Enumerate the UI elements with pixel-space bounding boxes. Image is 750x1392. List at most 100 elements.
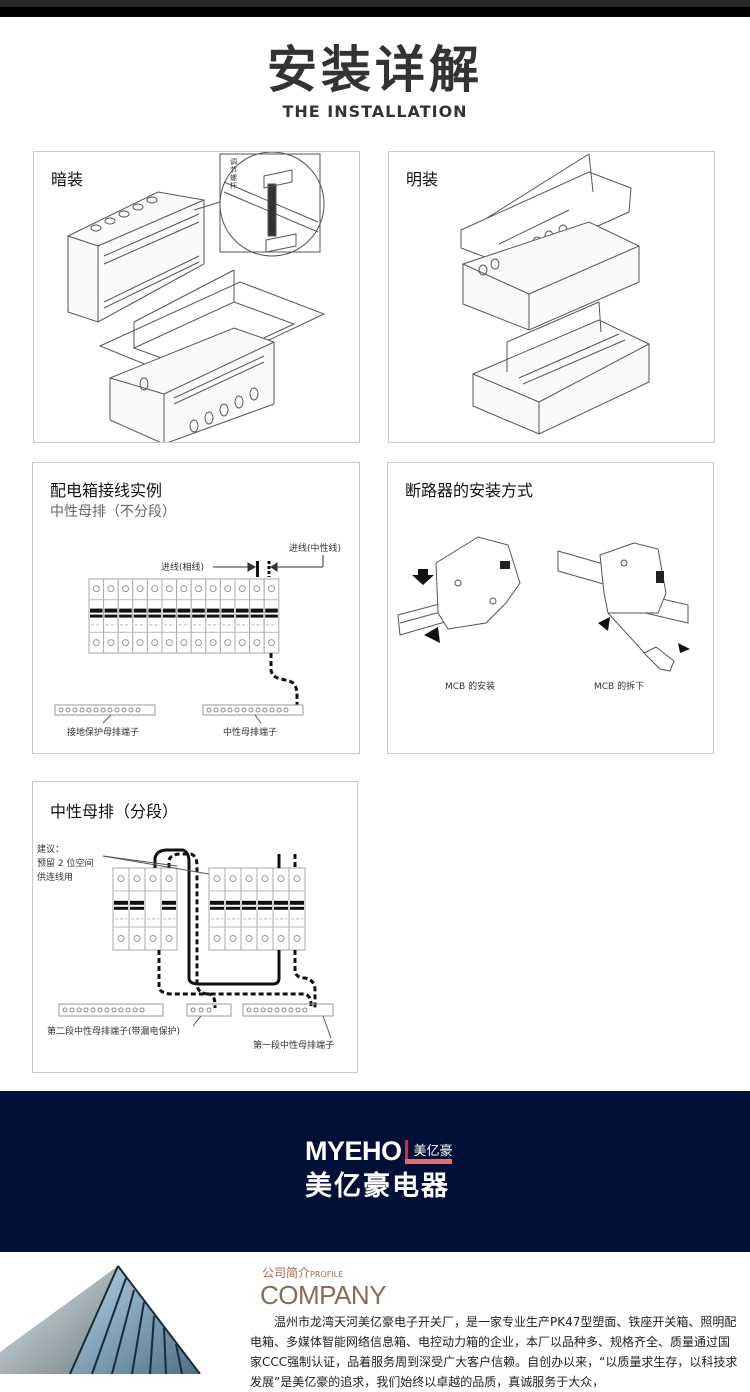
terminal-hole bbox=[206, 1007, 212, 1013]
profile-label-en: PROFILE bbox=[310, 1270, 344, 1279]
terminal-hole bbox=[262, 707, 268, 713]
terminal-hole bbox=[93, 707, 99, 713]
terminal-hole bbox=[114, 707, 120, 713]
breaker-module bbox=[272, 867, 290, 951]
terminal-hole bbox=[213, 707, 219, 713]
breaker-module bbox=[132, 578, 148, 654]
heading-title-en: THE INSTALLATION bbox=[282, 102, 468, 121]
brand-badge: 美亿豪 bbox=[404, 1140, 455, 1164]
terminal-hole bbox=[295, 1007, 301, 1013]
building-image bbox=[0, 1265, 201, 1374]
breaker-module bbox=[117, 578, 134, 654]
segmented-diagram: 建议： 预留 2 位空间 供连线用 第二段中性母排端子(带漏电保护) 第一段中性… bbox=[37, 843, 334, 1051]
note-line-3: 供连线用 bbox=[37, 871, 73, 883]
profile-label-cn: 公司简介 bbox=[262, 1266, 311, 1280]
terminal-hole bbox=[132, 1007, 138, 1013]
terminal-hole bbox=[248, 707, 254, 713]
terminal-hole bbox=[69, 1007, 75, 1013]
breaker-module bbox=[190, 578, 207, 654]
terminal-hole bbox=[62, 1007, 68, 1013]
neutral-bar-label: 中性母排端子 bbox=[223, 726, 277, 738]
panel-title: 暗装 bbox=[51, 170, 84, 189]
profile-label: 公司简介PROFILE bbox=[262, 1266, 343, 1282]
bar2-label: 第二段中性母排端子(带漏电保护) bbox=[47, 1025, 180, 1037]
panel-segmented: 建议： 预留 2 位空间 供连线用 第二段中性母排端子(带漏电保护) 第一段中性… bbox=[32, 781, 358, 1073]
terminal-hole bbox=[118, 1007, 124, 1013]
terminal-hole bbox=[281, 1007, 287, 1013]
breaker-module bbox=[128, 867, 146, 951]
top-bar bbox=[0, 0, 750, 17]
breaker-module bbox=[88, 578, 105, 654]
heading-title-cn: 安装详解 bbox=[267, 41, 483, 99]
breaker-module bbox=[160, 867, 178, 951]
terminal-hole bbox=[246, 1007, 252, 1013]
terminal-hole bbox=[274, 1007, 280, 1013]
terminal-hole bbox=[72, 707, 78, 713]
breaker-module bbox=[176, 578, 192, 654]
breaker-module bbox=[208, 867, 226, 951]
terminal-hole bbox=[125, 1007, 131, 1013]
brand-en: MYEHO bbox=[305, 1136, 402, 1166]
terminal-hole bbox=[227, 707, 233, 713]
breaker-module bbox=[249, 578, 265, 654]
detail-label: 调节螺杆 bbox=[230, 158, 237, 190]
brand-badge-bar bbox=[404, 1159, 452, 1164]
breaker-module bbox=[224, 867, 242, 951]
terminal-hole bbox=[220, 707, 226, 713]
incoming-neutral-label: 进线(中性线) bbox=[289, 542, 341, 554]
terminal-hole bbox=[65, 707, 71, 713]
breaker-module bbox=[144, 867, 162, 951]
terminal-hole bbox=[121, 707, 127, 713]
terminal-hole bbox=[111, 1007, 117, 1013]
panel-title: 配电箱接线实例 bbox=[50, 481, 163, 500]
panel-mcb: MCB 的安装 MCB 的拆下 断路器的安装方式 bbox=[387, 462, 714, 754]
panel-surface: 明装 bbox=[388, 151, 715, 443]
terminal-hole bbox=[283, 707, 289, 713]
note-line-1: 建议： bbox=[37, 843, 64, 855]
note-line-2: 预留 2 位空间 bbox=[37, 857, 93, 869]
breaker-module bbox=[205, 578, 221, 654]
breaker-module bbox=[263, 578, 280, 654]
panel-title: 断路器的安装方式 bbox=[405, 481, 534, 500]
terminal-hole bbox=[260, 1007, 266, 1013]
brand-cn: 美亿豪电器 bbox=[305, 1171, 450, 1202]
breaker-module bbox=[146, 578, 163, 654]
terminal-hole bbox=[100, 707, 106, 713]
panel-subtitle: 中性母排（不分段） bbox=[50, 504, 176, 520]
concealed-box-diagram bbox=[67, 152, 326, 442]
panel-concealed: 暗装 调节螺杆 bbox=[33, 151, 360, 443]
terminal-hole bbox=[86, 707, 92, 713]
terminal-hole bbox=[190, 1007, 196, 1013]
terminal-hole bbox=[255, 707, 261, 713]
terminal-hole bbox=[234, 707, 240, 713]
terminal-hole bbox=[104, 1007, 110, 1013]
terminal-hole bbox=[128, 707, 134, 713]
breaker-module bbox=[219, 578, 236, 654]
company-heading: COMPANY bbox=[260, 1280, 387, 1310]
company-intro: 温州市龙湾天河美亿豪电子开关厂，是一家专业生产PK47型塑面、铁座开关箱、照明配… bbox=[250, 1315, 738, 1389]
terminal-hole bbox=[79, 707, 85, 713]
breaker-module bbox=[288, 867, 306, 951]
terminal-hole bbox=[198, 1007, 204, 1013]
company-profile: 公司简介PROFILE COMPANY 温州市龙湾天河美亿豪电子开关厂，是一家专… bbox=[0, 1252, 750, 1389]
terminal-hole bbox=[107, 707, 113, 713]
top-bar-stripe bbox=[0, 0, 750, 7]
breaker-module bbox=[103, 578, 119, 654]
panel-title: 中性母排（分段） bbox=[50, 802, 179, 821]
panel-wiring: 进线(相线) 进线(中性线) 接地保护母排端子 中性母排端子 配电箱接线实例 中… bbox=[32, 462, 360, 754]
terminal-hole bbox=[135, 707, 141, 713]
breaker-module bbox=[256, 867, 274, 951]
terminal-hole bbox=[97, 1007, 103, 1013]
section-heading: 安装详解 THE INSTALLATION bbox=[0, 40, 750, 121]
breaker-module bbox=[234, 578, 251, 654]
terminal-hole bbox=[83, 1007, 89, 1013]
bar1-label: 第一段中性母排端子 bbox=[253, 1039, 334, 1051]
terminal-hole bbox=[90, 1007, 96, 1013]
terminal-hole bbox=[241, 707, 247, 713]
breaker-module bbox=[240, 867, 258, 951]
wiring-diagram: 进线(相线) 进线(中性线) 接地保护母排端子 中性母排端子 bbox=[54, 542, 341, 738]
terminal-hole bbox=[276, 707, 282, 713]
terminal-hole bbox=[253, 1007, 259, 1013]
